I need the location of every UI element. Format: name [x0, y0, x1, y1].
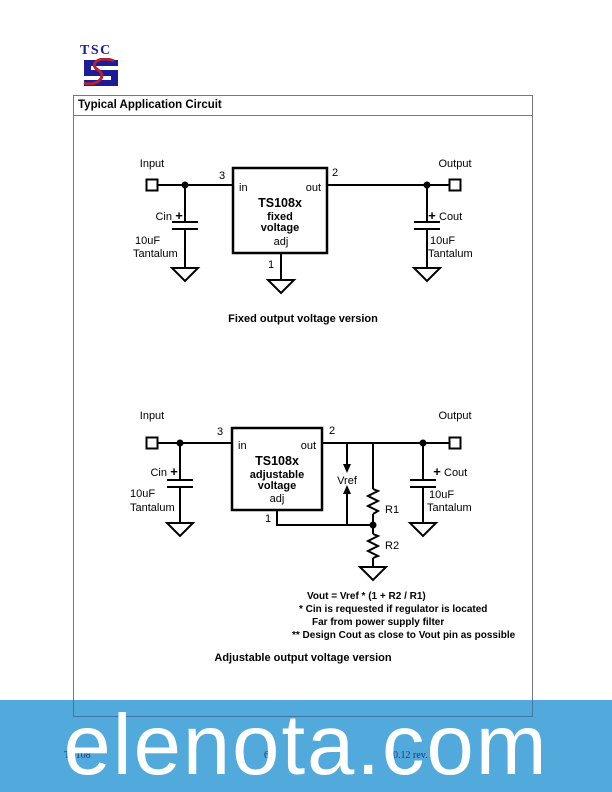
cout-plus-sign: +	[428, 208, 436, 223]
r1-resistor	[365, 488, 381, 515]
cout-label: Cout	[439, 211, 462, 223]
chip-type-line2: voltage	[258, 480, 297, 492]
input-terminal	[145, 178, 159, 192]
cout-capacitor	[414, 221, 440, 230]
vref-annotation	[343, 443, 351, 525]
cout-value: 10uF	[430, 235, 455, 247]
logo-red-s-shape	[83, 58, 115, 86]
note-cin: * Cin is requested if regulator is locat…	[299, 604, 488, 615]
output-terminal	[448, 178, 462, 192]
tsc-logo-text: TSC	[80, 43, 112, 58]
output-label: Output	[438, 410, 471, 422]
cin-capacitor	[172, 221, 198, 230]
footer-revision: 00.12 rev. A	[388, 750, 437, 761]
output-terminal	[448, 436, 462, 450]
cin-label: Cin	[150, 467, 167, 479]
ground-symbol	[265, 279, 297, 295]
adjustable-circuit-diagram: Input Output 3 2 1 in out adj TS108x adj…	[130, 410, 472, 582]
chip-pin-in-label: in	[239, 182, 248, 194]
note-cin-continued: Far from power supply filter	[312, 617, 445, 628]
junction-dot	[369, 521, 377, 529]
chip-pin-adj-label: adj	[270, 493, 285, 505]
cin-value: 10uF	[130, 488, 155, 500]
vref-label: Vref	[337, 475, 358, 487]
cin-label: Cin	[155, 211, 172, 223]
fixed-circuit-caption: Fixed output voltage version	[228, 313, 378, 325]
chip-pin-adj-label: adj	[274, 236, 289, 248]
junction-dot	[176, 439, 184, 447]
chip-name: TS108x	[258, 196, 302, 210]
output-label: Output	[438, 158, 471, 170]
wires	[157, 442, 449, 567]
input-label: Input	[140, 410, 164, 422]
section-title: Typical Application Circuit	[74, 96, 532, 116]
input-label: Input	[140, 158, 164, 170]
watermark-text: elenota.com	[63, 698, 549, 792]
vout-formula: Vout = Vref * (1 + R2 / R1)	[307, 591, 426, 602]
junction-dot	[181, 181, 189, 189]
r2-resistor	[365, 533, 381, 559]
chip-type-line1: adjustable	[250, 469, 304, 481]
cin-capacitor	[167, 479, 193, 488]
tsc-logo: TSC	[80, 44, 120, 88]
fixed-circuit-diagram: Input Output 3 2 1 in out adj TS108x fix…	[133, 158, 473, 295]
r2-label: R2	[385, 540, 399, 552]
pin-3-label: 3	[219, 170, 225, 182]
chip-pin-in-label: in	[238, 440, 247, 452]
junction-dot	[423, 181, 431, 189]
ground-symbol	[357, 566, 389, 582]
frame-border-remnant	[73, 716, 533, 717]
chip-type-line1: fixed	[267, 211, 293, 223]
pin-1-label: 1	[268, 259, 274, 271]
cout-plus-sign: +	[433, 464, 441, 479]
cout-label: Cout	[444, 467, 467, 479]
footer-page-number: 6	[264, 750, 269, 761]
ground-symbol	[169, 267, 201, 283]
regulator-chip-box	[231, 166, 329, 255]
cin-material: Tantalum	[130, 502, 175, 514]
cout-capacitor	[410, 479, 436, 488]
watermark-banner: TS108 6 00.12 rev. A elenota.com	[0, 700, 612, 792]
ground-symbol	[411, 267, 443, 283]
pin-1-label: 1	[265, 513, 271, 525]
cin-material: Tantalum	[133, 248, 178, 260]
frame-border-remnant	[73, 700, 74, 716]
cin-plus-sign: +	[175, 208, 183, 223]
adjustable-circuit-caption: Adjustable output voltage version	[214, 652, 392, 664]
cin-value: 10uF	[135, 235, 160, 247]
chip-name: TS108x	[255, 454, 299, 468]
tsc-logo-icon	[83, 58, 118, 86]
junction-dot	[419, 439, 427, 447]
pin-3-label: 3	[217, 426, 223, 438]
ground-symbol	[164, 522, 196, 538]
regulator-chip-box	[230, 426, 324, 512]
ground-symbol	[407, 522, 439, 538]
chip-pin-out-label: out	[306, 182, 321, 194]
cout-material: Tantalum	[427, 502, 472, 514]
pin-2-label: 2	[332, 167, 338, 179]
note-cout: ** Design Cout as close to Vout pin as p…	[292, 630, 516, 641]
r1-label: R1	[385, 504, 399, 516]
pin-2-label: 2	[329, 425, 335, 437]
cout-value: 10uF	[429, 489, 454, 501]
chip-type-line2: voltage	[261, 222, 300, 234]
input-terminal	[145, 436, 159, 450]
cin-plus-sign: +	[170, 464, 178, 479]
frame-border-remnant	[532, 700, 533, 716]
cout-material: Tantalum	[428, 248, 473, 260]
footer-part-number: TS108	[64, 750, 91, 761]
chip-pin-out-label: out	[301, 440, 316, 452]
